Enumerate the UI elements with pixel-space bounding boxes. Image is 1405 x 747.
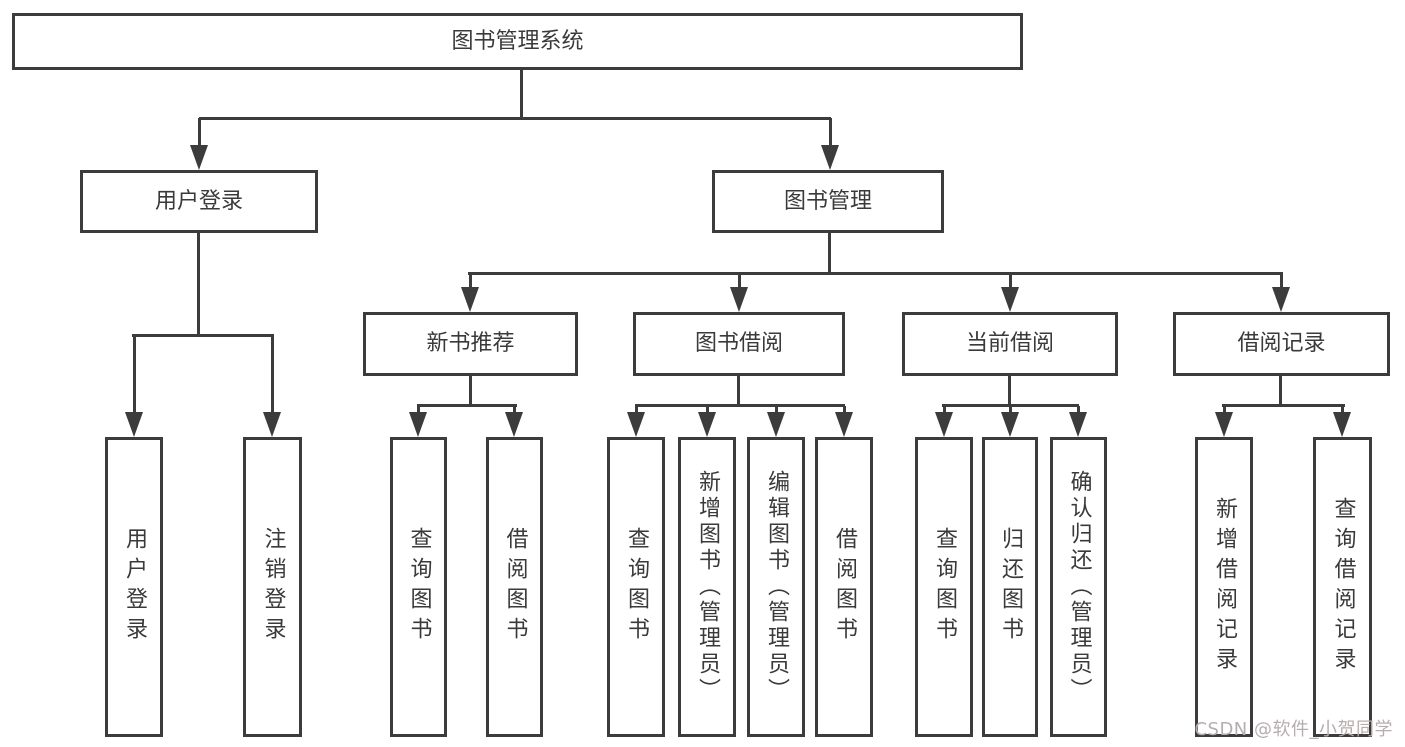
connector-login-stub — [197, 233, 200, 336]
arrow-shaft — [1009, 274, 1012, 288]
arrowhead-down — [1272, 287, 1290, 312]
leaf-label: 查询图书 — [624, 527, 649, 647]
connector-records-stub — [1279, 376, 1282, 406]
arrowhead-down — [1215, 412, 1233, 437]
arrowhead-down — [409, 412, 427, 437]
arrowhead-down — [461, 287, 479, 312]
node-borrowing-records: 借阅记录 — [1173, 312, 1390, 376]
connector-root-stub — [520, 70, 523, 118]
connector-recommend-stub — [469, 376, 472, 406]
leaf-label: 查询借阅记录 — [1330, 497, 1356, 677]
leaf-query-books-current: 查询图书 — [915, 437, 973, 737]
leaf-return-books: 归还图书 — [982, 437, 1038, 737]
leaf-label: 新增借阅记录 — [1212, 497, 1237, 677]
arrow-shaft — [417, 406, 420, 413]
connector-rail-records-children — [1222, 404, 1345, 407]
arrowhead-down — [1069, 412, 1087, 437]
arrowhead-down — [730, 287, 748, 312]
node-label: 新书推荐 — [426, 331, 515, 356]
arrow-shaft — [635, 406, 638, 413]
connector-rail-current-children — [942, 404, 1079, 407]
connector-current-stub — [1008, 376, 1011, 406]
leaf-confirm-return-admin: 确认归还（管理员） — [1050, 437, 1107, 737]
arrowhead-down — [125, 412, 143, 437]
arrow-shaft — [469, 274, 472, 288]
connector-borrowing-stub — [737, 376, 740, 406]
leaf-logout: 注销登录 — [243, 437, 302, 737]
leaf-label: 注销登录 — [260, 527, 286, 647]
arrow-shaft — [829, 118, 832, 146]
leaf-label: 确认归还（管理员） — [1066, 470, 1092, 704]
node-library-management-system: 图书管理系统 — [12, 13, 1023, 70]
leaf-label: 查询图书 — [932, 527, 957, 647]
connector-rail-level2 — [199, 117, 831, 120]
arrowhead-down — [263, 412, 281, 437]
leaf-add-books-admin: 新增图书（管理员） — [678, 437, 736, 737]
node-book-management: 图书管理 — [712, 170, 944, 233]
arrow-shaft — [133, 336, 136, 412]
leaf-borrow-books-borrowing: 借阅图书 — [815, 437, 873, 737]
connector-rail-borrowing-children — [635, 404, 845, 407]
arrowhead-down — [821, 145, 839, 170]
connector-rail-login-children — [132, 334, 274, 337]
leaf-query-books-recommend: 查询图书 — [390, 437, 447, 737]
arrowhead-down — [1001, 287, 1019, 312]
node-label: 借阅记录 — [1237, 331, 1326, 356]
arrow-shaft — [775, 406, 778, 413]
arrowhead-down — [935, 412, 953, 437]
node-new-book-recommendation: 新书推荐 — [363, 312, 578, 376]
arrow-shaft — [843, 406, 846, 413]
arrow-shaft — [1223, 406, 1226, 413]
leaf-edit-books-admin: 编辑图书（管理员） — [747, 437, 805, 737]
arrowhead-down — [627, 412, 645, 437]
arrow-shaft — [513, 406, 516, 413]
node-current-borrowing: 当前借阅 — [902, 312, 1118, 376]
node-user-login: 用户登录 — [80, 170, 318, 233]
arrowhead-down — [698, 412, 716, 437]
node-label: 用户登录 — [154, 188, 243, 214]
arrowhead-down — [835, 412, 853, 437]
node-label: 图书借阅 — [694, 331, 783, 356]
connector-rail-recommend-children — [417, 404, 517, 407]
node-book-borrowing: 图书借阅 — [633, 312, 845, 376]
connector-management-stub — [828, 233, 831, 274]
connector-rail-level3 — [468, 272, 1283, 275]
leaf-label: 用户登录 — [122, 527, 147, 647]
leaf-query-books-borrowing: 查询图书 — [607, 437, 665, 737]
arrow-shaft — [738, 274, 741, 288]
leaf-label: 新增图书（管理员） — [695, 470, 720, 704]
leaf-label: 归还图书 — [998, 527, 1023, 647]
leaf-label: 查询图书 — [406, 527, 432, 647]
leaf-add-borrow-record: 新增借阅记录 — [1195, 437, 1253, 737]
arrowhead-down — [767, 412, 785, 437]
arrowhead-down — [505, 412, 523, 437]
arrowhead-down — [190, 145, 208, 170]
leaf-label: 借阅图书 — [832, 527, 857, 647]
arrowhead-down — [1333, 412, 1351, 437]
node-label: 当前借阅 — [965, 331, 1054, 356]
node-label: 图书管理 — [783, 188, 872, 214]
arrow-shaft — [706, 406, 709, 413]
arrowhead-down — [1001, 412, 1019, 437]
leaf-user-login: 用户登录 — [105, 437, 163, 737]
leaf-label: 编辑图书（管理员） — [764, 470, 789, 704]
leaf-borrow-books-recommend: 借阅图书 — [486, 437, 543, 737]
csdn-watermark: CSDN @软件_小贺同学 — [1194, 719, 1393, 740]
arrow-shaft — [1280, 274, 1283, 288]
node-label: 图书管理系统 — [451, 28, 584, 54]
arrow-shaft — [943, 406, 946, 413]
arrow-shaft — [1341, 406, 1344, 413]
arrow-shaft — [198, 118, 201, 146]
arrow-shaft — [1077, 406, 1080, 413]
leaf-label: 借阅图书 — [502, 527, 528, 647]
arrow-shaft — [1009, 406, 1012, 413]
arrow-shaft — [271, 336, 274, 412]
leaf-query-borrow-record: 查询借阅记录 — [1313, 437, 1372, 737]
